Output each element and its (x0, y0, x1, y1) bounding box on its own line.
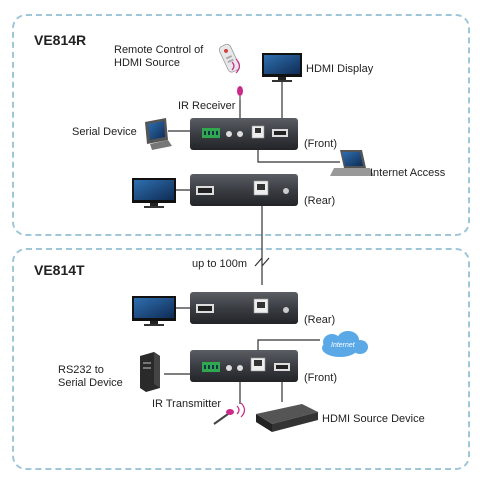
receiver-front-label: (Front) (304, 138, 337, 150)
serial-device-label: Serial Device (72, 126, 137, 138)
receiver-rear-label: (Rear) (304, 195, 336, 207)
cable-break-mark (254, 257, 270, 267)
ir-receiver-label: IR Receiver (178, 100, 236, 112)
remote-control-label: Remote Control of HDMI Source (114, 44, 204, 69)
receiver-model-title: VE814R (34, 32, 87, 48)
cable-distance-label: up to 100m (192, 258, 248, 270)
ir-transmitter-label: IR Transmitter (152, 398, 222, 410)
transmitter-rear-label: (Rear) (304, 314, 336, 326)
ve814t-front-unit (190, 350, 298, 382)
computer-tower-icon (140, 352, 160, 392)
transmitter-front-label: (Front) (304, 372, 337, 384)
receiver-rear-tv-icon (132, 178, 176, 208)
serial-device-icon (145, 118, 172, 150)
internet-cloud-label: Internet (331, 342, 355, 349)
laptop-icon (330, 150, 374, 176)
remote-control-icon (218, 43, 240, 73)
hdmi-source-device-icon (256, 404, 318, 432)
transmitter-model-title: VE814T (34, 262, 85, 278)
ir-receiver-icon (237, 86, 243, 100)
ve814r-front-unit (190, 118, 298, 150)
ve814r-rear-unit (190, 174, 298, 206)
internet-cloud-icon (322, 331, 368, 357)
hdmi-display-label: HDMI Display (306, 63, 374, 75)
ve814t-rear-unit (190, 292, 298, 324)
ir-signal-icon (231, 58, 241, 74)
transmitter-rear-tv-icon (132, 296, 176, 326)
hdmi-source-label: HDMI Source Device (322, 413, 425, 425)
transmitter-panel (12, 248, 470, 470)
internet-access-label: Internet Access (370, 167, 446, 179)
rs232-label: RS232 to Serial Device (58, 364, 123, 389)
receiver-panel (12, 14, 470, 236)
hdmi-display-icon (262, 53, 302, 82)
ir-transmitter-icon (213, 402, 246, 425)
